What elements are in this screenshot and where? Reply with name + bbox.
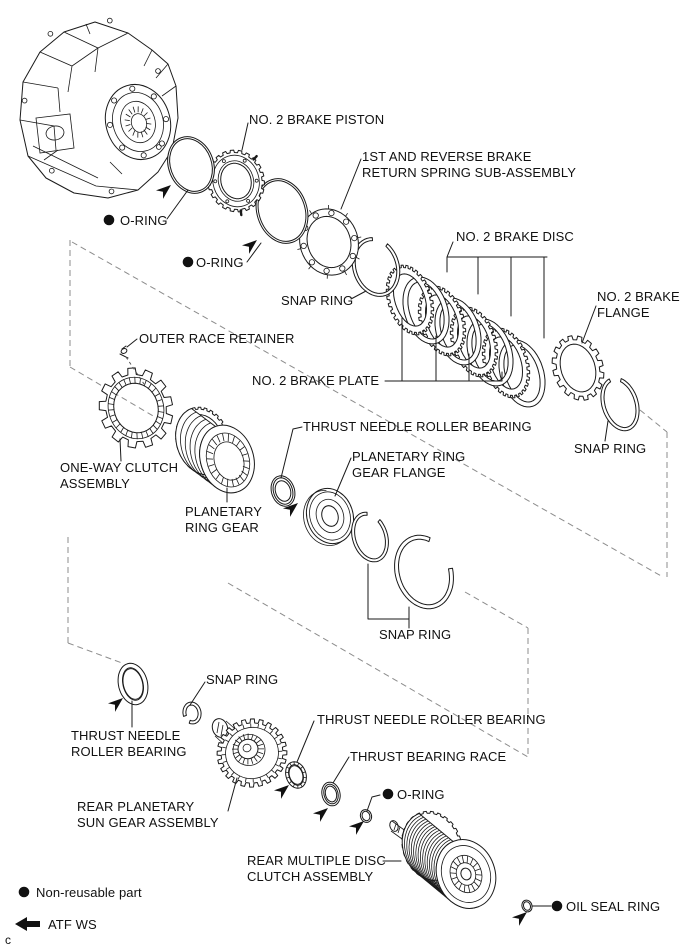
no2-brake-piston-drawing [207,149,265,217]
legend-non-reusable-text: Non-reusable part [36,885,142,900]
legend-glyphs [15,886,40,931]
non-reusable-bullet-icon [182,256,194,268]
snap-ring-4-small-drawing [182,701,202,725]
atf-apply-arrows [107,185,527,926]
non-reusable-bullet-icon [382,788,394,800]
one-way-clutch-drawing [98,367,174,449]
planetary-ring-gear-flange-drawing [303,487,355,546]
label-snap-ring-3: SNAP RING [379,627,452,642]
label-planetary-ring-gear: PLANETARY RING GEAR [185,504,263,535]
atf-apply-arrow-icon [107,698,123,712]
no2-brake-disc-bracket [446,241,548,339]
return-spring-subassembly-drawing [297,205,362,279]
label-o-ring-1: O-RING [120,213,168,228]
label-one-way-clutch-assembly: ONE-WAY CLUTCH ASSEMBLY [60,460,179,491]
planetary-ring-gear-drawing [175,406,255,494]
rear-multiple-disc-clutch-drawing [389,810,497,909]
atf-apply-arrow-icon [241,240,257,254]
label-thrust-bearing-race: THRUST BEARING RACE [350,749,507,764]
outer-race-retainer-drawing [119,345,129,359]
thrust-needle-roller-bearing-bl-drawing [117,662,149,706]
label-oil-seal-ring: OIL SEAL RING [566,899,661,914]
snap-ring-1-drawing [351,237,401,297]
label-rear-planetary-sun-gear-assembly: REAR PLANETARY SUN GEAR ASSEMBLY [77,799,219,830]
o-ring-2-drawing [255,178,309,244]
page-letter: c [5,933,12,947]
non-reusable-bullet-icon [551,900,563,912]
o-ring-1-drawing [167,136,215,194]
leader-lines [119,122,609,907]
non-reusable-bullet-icon [103,214,115,226]
label-no2-brake-disc: NO. 2 BRAKE DISC [456,229,574,244]
thrust-needle-roller-bearing-br-drawing [285,761,307,789]
group-separator-dashed-lines [67,240,668,758]
label-o-ring-2: O-RING [196,255,244,270]
atf-apply-arrow-icon [511,912,527,926]
legend-non-reusable-bullet-icon [18,886,30,898]
label-outer-race-retainer: OUTER RACE RETAINER [139,331,295,346]
atf-apply-arrow-icon [155,185,171,199]
label-no2-brake-flange: NO. 2 BRAKE FLANGE [597,289,680,320]
legend-atf-ws-text: ATF WS [48,917,97,932]
no2-brake-plate-bracket [384,317,503,382]
no2-brake-flange-drawing [551,335,605,401]
snap-ring-3-drawing [351,511,389,563]
oil-seal-ring-drawing [521,899,533,913]
atf-apply-arrow-icon [282,503,298,517]
label-snap-ring-1: SNAP RING [281,293,354,308]
rear-planetary-sun-gear-drawing [211,718,288,788]
legend-atf-ws-arrow-icon [15,917,40,931]
snap-ring-4-drawing [394,534,454,610]
label-rear-multiple-disc-clutch-assembly: REAR MULTIPLE DISC CLUTCH ASSEMBLY [247,853,386,884]
atf-apply-arrow-icon [273,785,289,799]
label-planetary-ring-gear-flange: PLANETARY RING GEAR FLANGE [352,449,466,480]
non-reusable-bullets [103,214,563,912]
snap-ring-pair-bracket [367,563,410,629]
snap-ring-2-drawing [600,378,640,432]
label-snap-ring-4: SNAP RING [206,672,279,687]
thrust-bearing-race-drawing [321,781,341,807]
o-ring-3-drawing [359,809,373,823]
label-thrust-needle-roller-bearing-mid: THRUST NEEDLE ROLLER BEARING [303,419,532,434]
label-no2-brake-plate: NO. 2 BRAKE PLATE [252,373,380,388]
no2-brake-disc-and-plate-stack [385,264,546,408]
transaxle-case-drawing [19,17,179,199]
label-no2-brake-piston: NO. 2 BRAKE PISTON [249,112,385,127]
atf-apply-arrow-icon [348,821,364,835]
atf-apply-arrow-icon [312,808,328,822]
label-o-ring-3: O-RING [397,787,445,802]
label-1st-reverse-brake-return-spring: 1ST AND REVERSE BRAKE RETURN SPRING SUB-… [362,149,577,180]
thrust-needle-roller-bearing-mid-drawing [270,475,296,507]
label-snap-ring-2: SNAP RING [574,441,647,456]
label-thrust-needle-roller-bearing-br: THRUST NEEDLE ROLLER BEARING [317,712,546,727]
label-thrust-needle-roller-bearing-bl: THRUST NEEDLE ROLLER BEARING [71,728,187,759]
